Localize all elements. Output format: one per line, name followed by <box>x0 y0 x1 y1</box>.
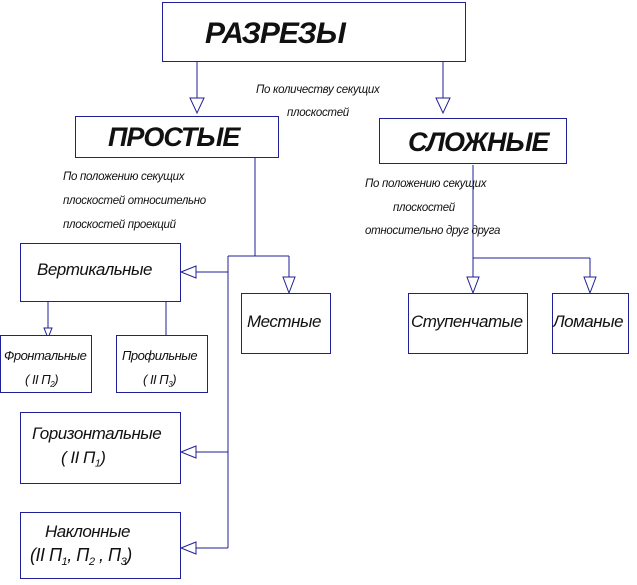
frontal-box <box>0 335 92 393</box>
broken-box <box>552 293 629 354</box>
note-simple-line2: плоскостей относительно <box>63 195 206 207</box>
note-simple-line1: По положению секущих <box>63 171 185 183</box>
local-label: Местные <box>247 312 321 331</box>
horizontal-box <box>20 412 181 484</box>
vertical-box <box>20 243 181 302</box>
note-complex-line3: относительно друг друга <box>365 225 501 237</box>
horizontal-rel-close: ) <box>100 448 106 467</box>
horizontal-rel-sub: 1 <box>94 457 101 470</box>
inclined-rel-sub1: 1 <box>61 555 68 568</box>
inclined-rel-sub3: 3 <box>120 555 127 568</box>
complex-label: СЛОЖНЫЕ <box>408 127 550 157</box>
frontal-rel-text: ( II П <box>25 372 51 387</box>
horizontal-relation: ( II П1) <box>61 448 106 470</box>
title-box <box>162 2 466 62</box>
simple-label: ПРОСТЫЕ <box>108 122 240 152</box>
frontal-label: Фронтальные <box>4 348 87 363</box>
profile-box <box>116 335 208 393</box>
title-label: РАЗРЕЗЫ <box>205 17 346 50</box>
inclined-rel-close: ) <box>126 545 132 565</box>
note-complex-line1: По положению секущих <box>365 178 487 190</box>
broken-label: Ломаные <box>553 312 624 331</box>
horizontal-rel-text: ( II П <box>61 448 95 467</box>
frontal-rel-close: ) <box>54 372 59 387</box>
profile-rel-text: ( II П <box>143 372 169 387</box>
inclined-relation: (II П1, П2 , П3) <box>30 546 132 568</box>
profile-label: Профильные <box>122 348 198 363</box>
stepped-box <box>408 293 528 354</box>
frontal-rel-sub: 2 <box>50 379 55 389</box>
complex-box <box>379 118 567 164</box>
inclined-rel-open: (II П <box>30 545 62 565</box>
simple-box <box>75 116 279 158</box>
profile-rel-close: ) <box>172 372 177 387</box>
note-simple-line3: плоскостей проекций <box>63 219 176 231</box>
note-by-count-line1: По количеству секущих <box>256 84 380 96</box>
inclined-box <box>20 512 181 579</box>
arrowheads <box>43 97 597 555</box>
frontal-relation: ( II П2) <box>25 372 59 389</box>
profile-rel-sub: 3 <box>168 379 173 389</box>
note-by-count-line2: плоскостей <box>287 107 349 119</box>
inclined-label: Наклонные <box>45 522 130 541</box>
profile-relation: ( II П3) <box>143 372 177 389</box>
local-box <box>241 293 331 354</box>
inclined-rel-sep2: , П <box>94 545 121 565</box>
horizontal-label: Горизонтальные <box>32 424 162 443</box>
note-complex-line2: плоскостей <box>393 202 455 214</box>
inclined-rel-sep1: , П <box>67 545 89 565</box>
inclined-rel-sub2: 2 <box>88 555 95 568</box>
vertical-label: Вертикальные <box>37 260 153 279</box>
stepped-label: Ступенчатые <box>411 312 523 331</box>
